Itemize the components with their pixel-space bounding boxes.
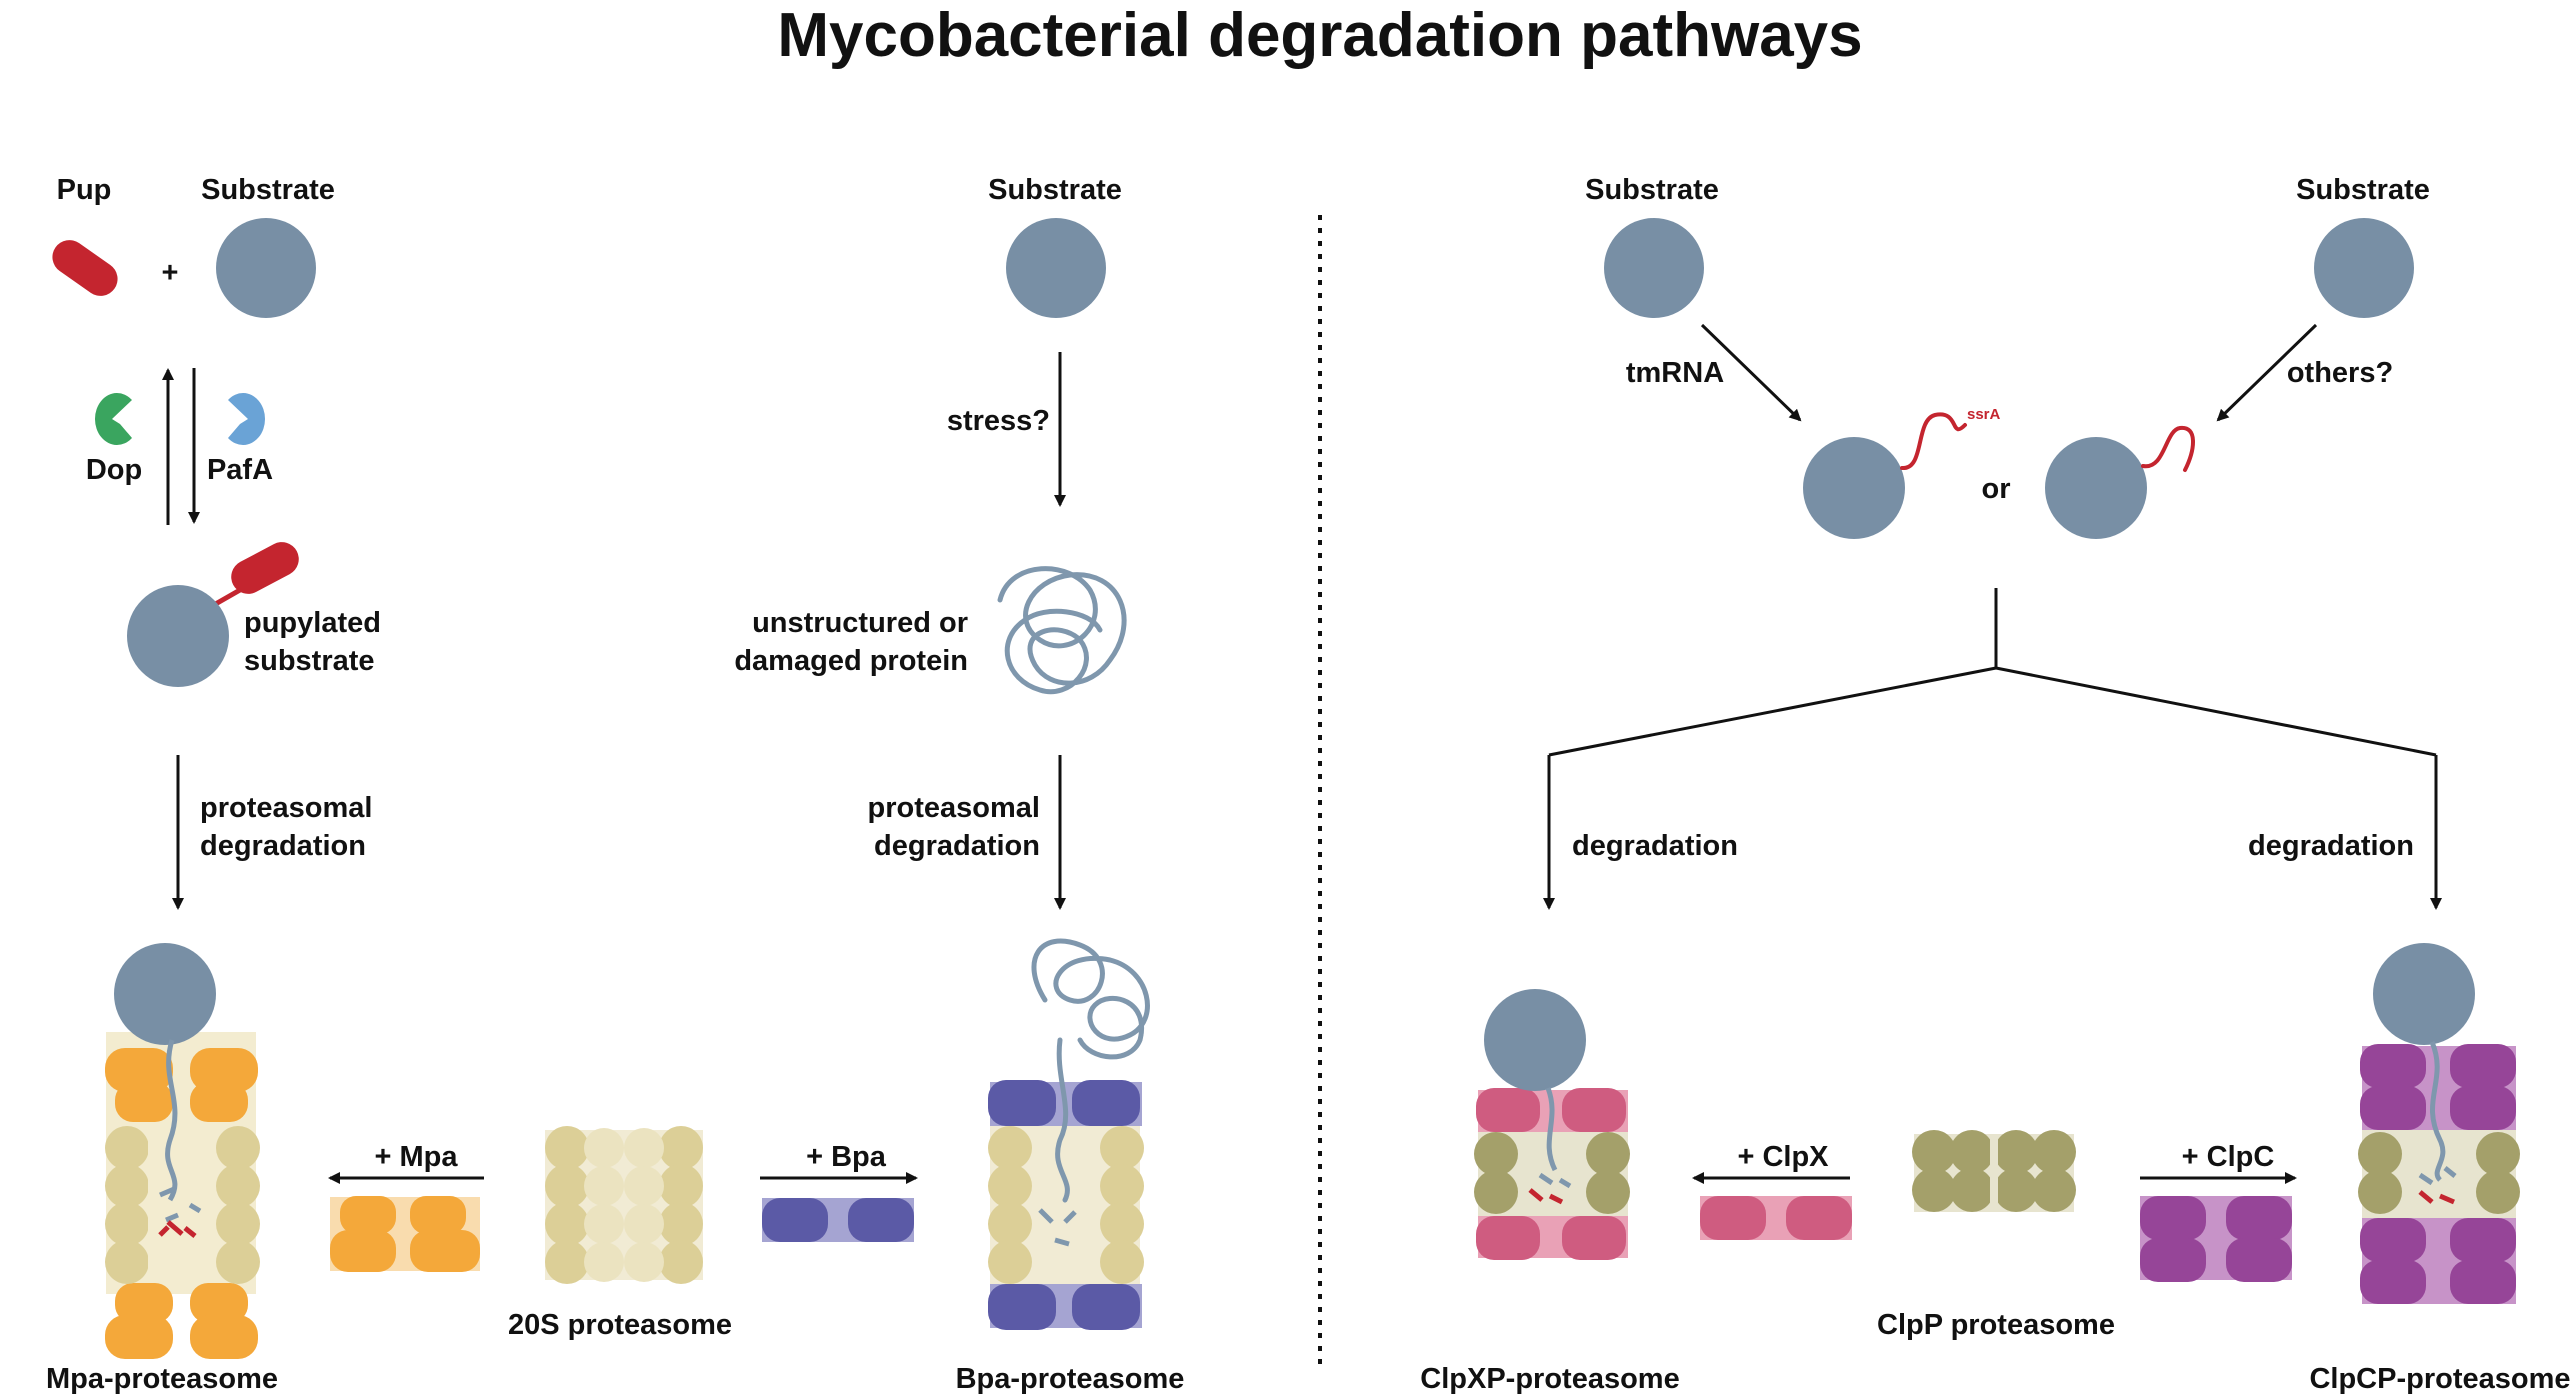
ssra-tag — [1900, 412, 1967, 470]
pupylated-label-1: pupylated — [244, 607, 381, 639]
free-bpa-ring — [762, 1198, 914, 1242]
20s-proteasome-label: 20S proteasome — [508, 1309, 732, 1341]
branch-left — [1548, 666, 1997, 757]
plus-bpa-label: + Bpa — [806, 1141, 887, 1173]
proteasomal-label-1: proteasomal — [200, 792, 372, 824]
clp-pathway: Substrate Substrate tmRNA others? ssrA o… — [1543, 174, 2442, 910]
clpxp-proteasome-complex — [1474, 989, 1630, 1260]
pup-tag-attached — [231, 542, 299, 594]
substrate-circle-4 — [2314, 218, 2414, 318]
dop-label: Dop — [86, 454, 142, 486]
degradation-label-1: degradation — [200, 830, 366, 862]
others-label: others? — [2287, 357, 2393, 389]
pup-label: Pup — [57, 174, 112, 206]
free-mpa-ring — [330, 1196, 480, 1272]
substrate-circle-2 — [1006, 218, 1106, 318]
free-clpx-ring — [1700, 1196, 1852, 1240]
pafa-label: PafA — [207, 454, 273, 486]
mpa-proteasome-label: Mpa-proteasome — [46, 1363, 278, 1394]
clpp-proteasome — [1912, 1130, 2076, 1212]
ssra-label: ssrA — [1967, 406, 2001, 423]
substrate-label-1: Substrate — [201, 174, 335, 206]
stress-label: stress? — [947, 405, 1050, 437]
pup-tag — [52, 240, 118, 296]
substrate-label-4: Substrate — [2296, 174, 2430, 206]
tmrna-arrow — [1700, 323, 1802, 422]
other-tagged-substrate-circle — [2045, 437, 2147, 539]
pupylated-label-2: substrate — [244, 645, 375, 677]
bpa-pathway: Substrate stress? unstructured or damage… — [734, 174, 1127, 910]
clpxp-proteasome-label: ClpXP-proteasome — [1420, 1363, 1679, 1394]
dop-enzyme-icon — [94, 393, 132, 445]
ssra-tagged-substrate-circle — [1803, 437, 1905, 539]
pup-pathway: Pup Substrate + Dop PafA pupylated subst… — [52, 174, 381, 910]
unstructured-label-1: unstructured or — [752, 607, 968, 639]
others-arrow — [2216, 323, 2318, 422]
proteasomal-label-2: proteasomal — [868, 792, 1040, 824]
clpcp-proteasome-complex — [2358, 943, 2520, 1304]
free-clpc-ring — [2140, 1196, 2292, 1282]
substrate-circle-1 — [216, 218, 316, 318]
clpp-proteasome-label: ClpP proteasome — [1877, 1309, 2115, 1341]
bpa-proteasome-label: Bpa-proteasome — [956, 1363, 1185, 1394]
plus-clpc-label: + ClpC — [2182, 1141, 2275, 1173]
plus-clpx-label: + ClpX — [1737, 1141, 1829, 1173]
substrate-label-2: Substrate — [988, 174, 1122, 206]
substrate-circle-3 — [1604, 218, 1704, 318]
unstructured-protein-tangle — [997, 566, 1127, 695]
20s-proteasome — [545, 1126, 703, 1284]
plus-mpa-label: + Mpa — [375, 1141, 459, 1173]
mpa-substrate-circle — [114, 943, 216, 1045]
degradation-label-2: degradation — [874, 830, 1040, 862]
diagram-title: Mycobacterial degradation pathways — [777, 1, 1862, 70]
degradation-label-4: degradation — [2248, 830, 2414, 862]
clpcp-proteasome-label: ClpCP-proteasome — [2309, 1363, 2570, 1394]
pafa-enzyme-icon — [228, 393, 266, 446]
or-label: or — [1982, 473, 2011, 505]
clpcp-substrate-circle — [2373, 943, 2475, 1045]
tmrna-label: tmRNA — [1626, 357, 1724, 389]
other-tag — [2141, 425, 2195, 472]
clpxp-substrate-circle — [1484, 989, 1586, 1091]
branch-right — [1995, 666, 2437, 757]
degradation-label-3: degradation — [1572, 830, 1738, 862]
bpa-proteasome-complex — [988, 938, 1150, 1330]
substrate-label-3: Substrate — [1585, 174, 1719, 206]
unstructured-label-2: damaged protein — [734, 645, 968, 677]
pupylated-substrate-circle — [127, 585, 229, 687]
mpa-proteasome-complex — [105, 943, 260, 1359]
plus-sign: + — [162, 257, 179, 289]
